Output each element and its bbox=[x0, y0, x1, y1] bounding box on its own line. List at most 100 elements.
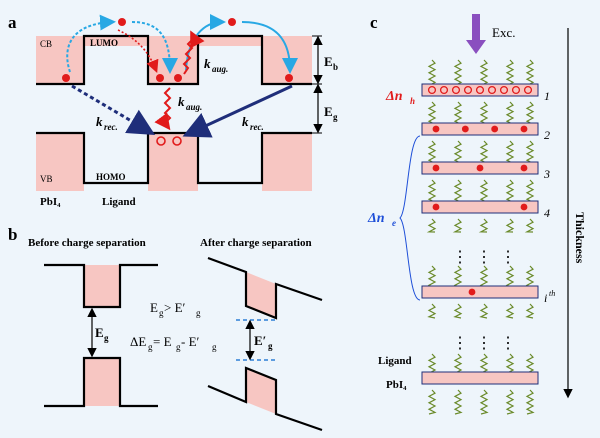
after-vb-well bbox=[246, 368, 276, 414]
vb-region-1 bbox=[36, 133, 84, 191]
layer-2-electron-1 bbox=[461, 125, 469, 133]
layer-2-slab bbox=[421, 122, 539, 136]
after-eg-label-sub: g bbox=[268, 341, 273, 351]
delta-eq: = E bbox=[153, 334, 172, 349]
ligand-chain-8-4 bbox=[525, 389, 535, 415]
electron-2 bbox=[156, 74, 164, 82]
ineq-gt: > E′ bbox=[164, 300, 186, 315]
eg-label-a: E bbox=[324, 104, 333, 119]
delta-eg: ΔE bbox=[130, 334, 146, 349]
auger-back-arrow bbox=[117, 29, 159, 73]
dots-low-3: ⋮ bbox=[500, 335, 516, 352]
delta-nh-label: Δn bbox=[385, 89, 403, 104]
layer-4-label: 4 bbox=[544, 206, 550, 220]
before-vb-line bbox=[44, 356, 158, 408]
lumo-region-1 bbox=[84, 36, 148, 46]
k-aug-mid: k bbox=[178, 94, 185, 109]
delta-ne-label: Δn bbox=[367, 211, 385, 226]
ligand-label-a: Ligand bbox=[102, 196, 136, 208]
layer-i-sup: th bbox=[549, 289, 555, 298]
ligand-label-c: Ligand bbox=[378, 355, 412, 367]
layer-1-label: 1 bbox=[544, 89, 550, 103]
panel-b: b Before charge separation After charge … bbox=[8, 225, 323, 432]
layer-4-slab bbox=[421, 200, 539, 214]
ineq-eg: E bbox=[150, 300, 158, 315]
delta-eg3-sub: g bbox=[212, 342, 217, 352]
layer-3-electron-1 bbox=[476, 164, 484, 172]
transfer-arrow-left-down bbox=[131, 21, 178, 74]
delta-eg2-sub: g bbox=[176, 342, 181, 352]
delta-nh-sub: h bbox=[410, 96, 415, 106]
before-cb-line bbox=[44, 263, 158, 309]
before-title: Before charge separation bbox=[28, 237, 146, 249]
layer-1-slab bbox=[421, 83, 539, 97]
ligand-chain-6-2 bbox=[479, 303, 489, 319]
delta-ne-bracket bbox=[399, 135, 421, 301]
vb-edge-line bbox=[36, 131, 312, 185]
electron-hot-1 bbox=[118, 18, 126, 26]
ligand-chain-8-3 bbox=[505, 389, 515, 415]
ligand-chain-8-2 bbox=[479, 389, 489, 415]
layer-3-electron-2 bbox=[520, 164, 528, 172]
layer-3-electron-0 bbox=[432, 164, 440, 172]
ligand-chain-4-1 bbox=[452, 218, 463, 233]
lumo-region-2 bbox=[198, 36, 262, 46]
transfer-arrow-left bbox=[66, 14, 116, 73]
layer-2-electron-2 bbox=[491, 125, 499, 133]
electron-1 bbox=[62, 74, 70, 82]
layer-1-hole-3 bbox=[463, 85, 473, 95]
ligand-chain-6-1 bbox=[453, 303, 463, 319]
excitation-label: Exc. bbox=[492, 25, 515, 40]
after-cb-line bbox=[207, 256, 323, 320]
k-aug-top: k bbox=[204, 56, 211, 71]
hole-2 bbox=[172, 136, 182, 146]
layer-1-hole-4 bbox=[475, 85, 485, 95]
layer-1-hole-1 bbox=[439, 85, 449, 95]
panel-a-letter: a bbox=[8, 13, 17, 32]
cb-region-pbi4-2 bbox=[148, 36, 198, 84]
thickness-label: Thickness bbox=[573, 212, 587, 264]
delta-ne-sub: e bbox=[392, 218, 396, 228]
panel-c: c Exc. Thickness 1 2 3 4 i th Δn h Δn e … bbox=[367, 13, 587, 415]
after-cb-well bbox=[246, 272, 276, 318]
layer-2-electron-0 bbox=[432, 125, 440, 133]
before-eg-label-sub: g bbox=[104, 333, 109, 343]
after-eg-label: E′ bbox=[254, 333, 266, 348]
eb-label-sub: b bbox=[333, 62, 338, 72]
dots-mid-2: ⋮ bbox=[476, 249, 492, 266]
excitation-arrow bbox=[466, 14, 486, 54]
cb-region-pbi4-1 bbox=[36, 36, 84, 84]
k-aug-mid-sub: aug. bbox=[186, 102, 202, 112]
ineq-eg2-sub: g bbox=[196, 308, 201, 318]
before-cb-well bbox=[84, 265, 120, 307]
before-eg-label: E bbox=[95, 325, 104, 340]
rec-arrow-right bbox=[182, 84, 293, 138]
panel-b-letter: b bbox=[8, 225, 17, 244]
delta-minus: - E′ bbox=[181, 334, 200, 349]
layer-i-slab bbox=[421, 285, 539, 299]
layer-2-electron-3 bbox=[520, 125, 528, 133]
k-rec-right-sub: rec. bbox=[250, 122, 264, 132]
dots-mid-3: ⋮ bbox=[500, 249, 516, 266]
layer-1-hole-5 bbox=[487, 85, 497, 95]
auger-arrow-mid bbox=[154, 87, 172, 131]
ligand-chain-8-1 bbox=[453, 389, 463, 415]
homo-label: HOMO bbox=[96, 172, 126, 182]
ligand-chain-6-0 bbox=[427, 303, 437, 319]
vb-label: VB bbox=[40, 174, 53, 184]
transfer-arrow-right-down bbox=[241, 21, 298, 74]
panel-a: a CB LUMO VB HOMO PbI₄ Ligand bbox=[8, 13, 338, 208]
ligand-chain-4-0 bbox=[426, 218, 437, 233]
layer-i-electron-0 bbox=[468, 288, 476, 296]
electron-4 bbox=[285, 74, 293, 82]
ligand-chain-6-4 bbox=[525, 303, 535, 319]
panel-c-letter: c bbox=[370, 13, 378, 32]
ligand-chain-4-2 bbox=[478, 218, 489, 233]
before-vb-well bbox=[84, 358, 120, 406]
ligand-chain-4-3 bbox=[504, 218, 515, 233]
delta-eg-sub: g bbox=[148, 342, 153, 352]
eg-label-a-sub: g bbox=[333, 112, 338, 122]
layer-1-hole-6 bbox=[499, 85, 509, 95]
